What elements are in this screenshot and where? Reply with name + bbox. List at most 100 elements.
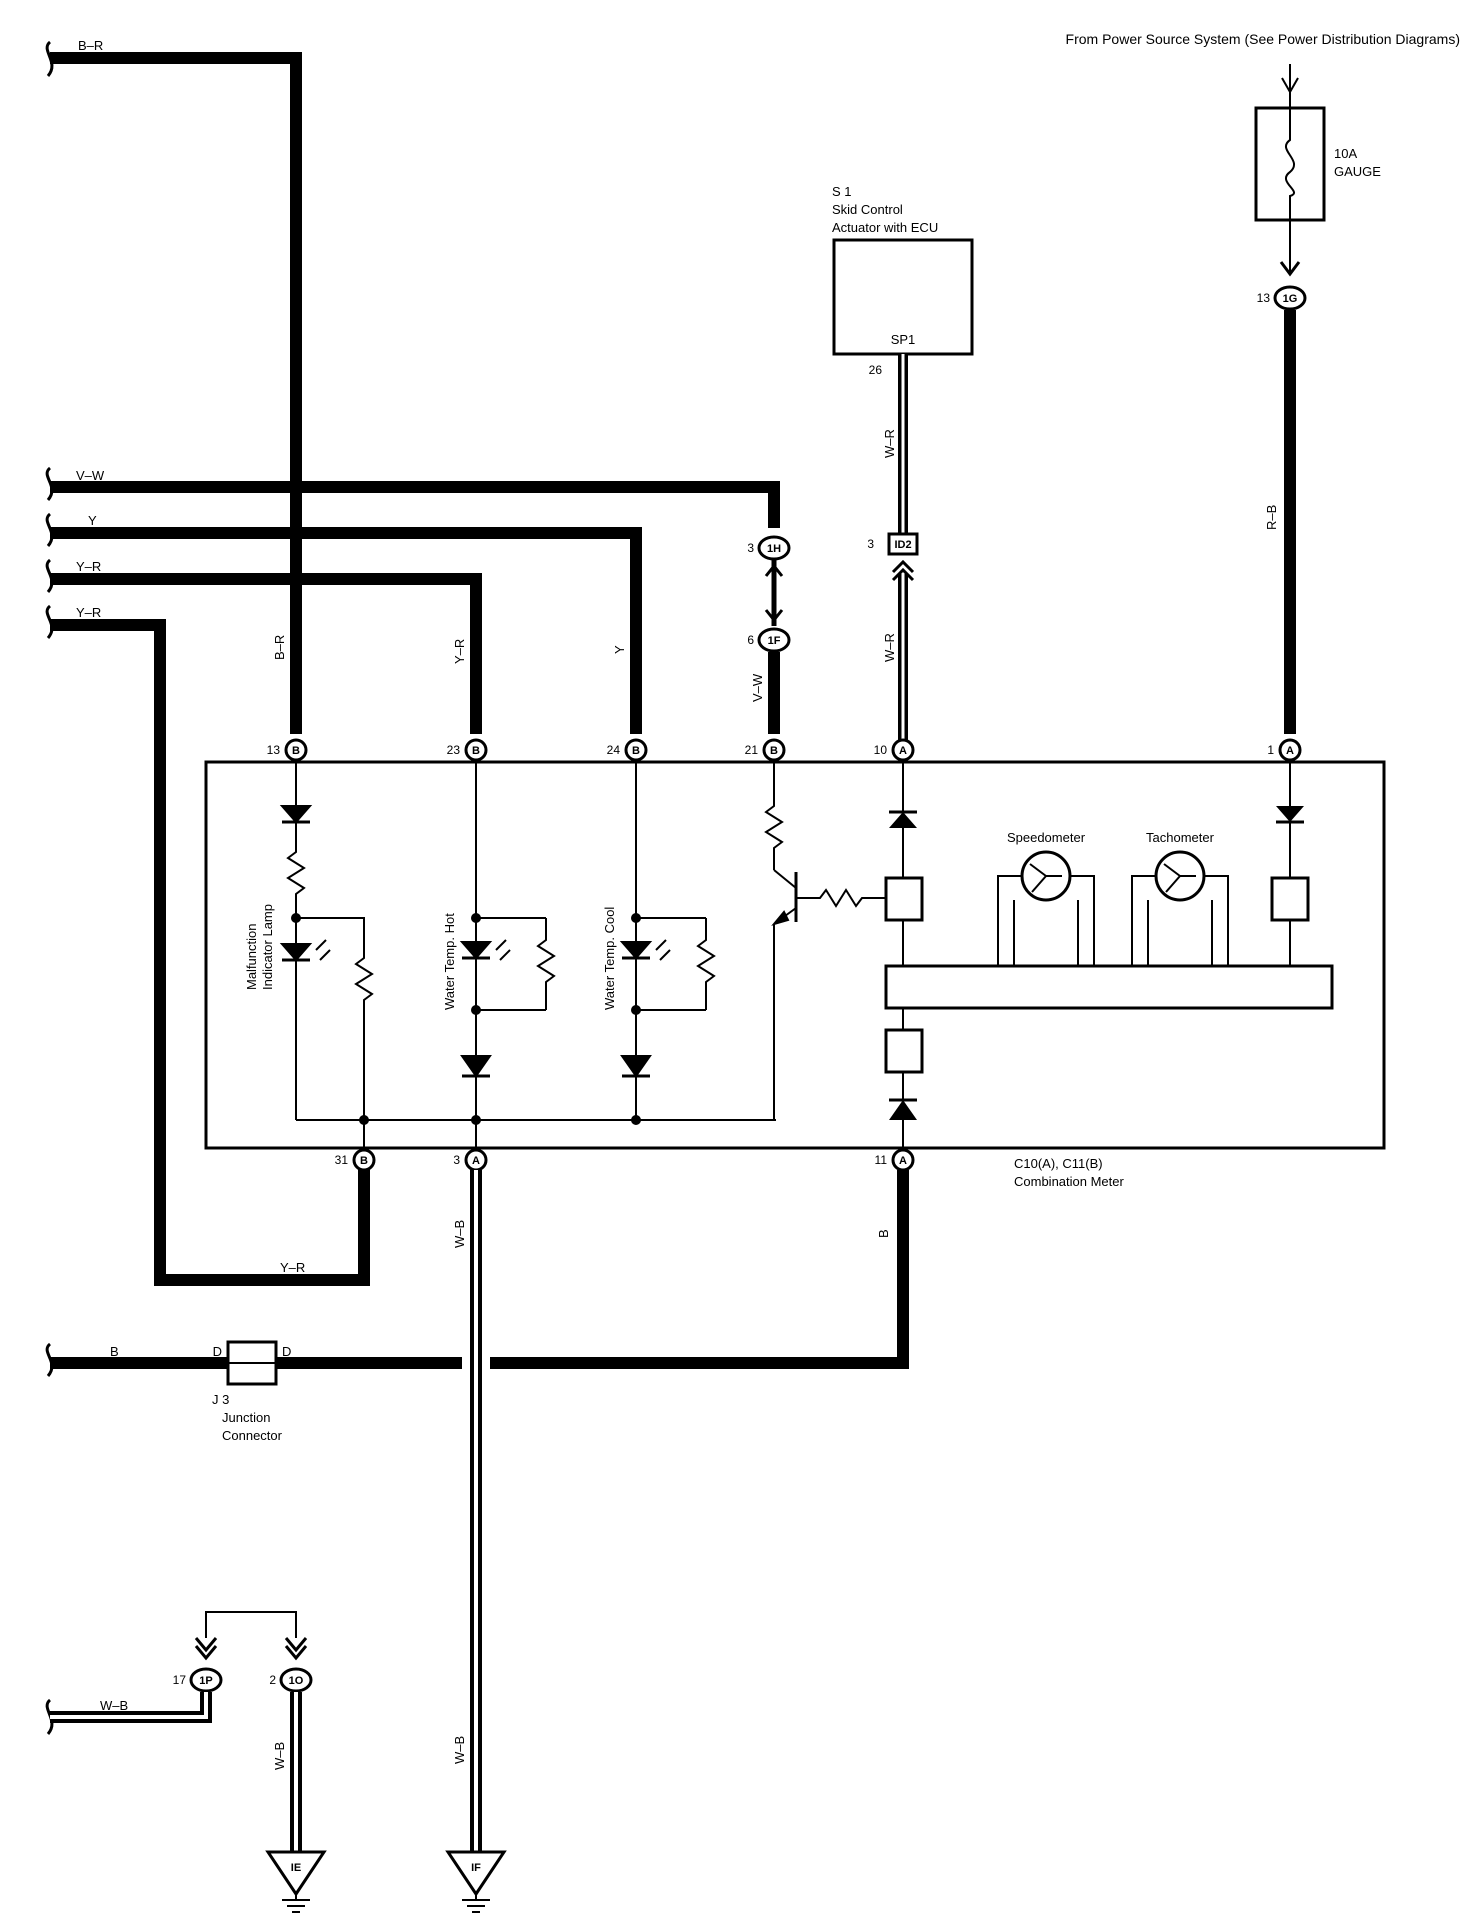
connector-1f — [757, 627, 791, 653]
svg-text:3: 3 — [453, 1153, 460, 1167]
connector-1h — [757, 535, 791, 561]
meter-name-1: C10(A), C11(B) — [1014, 1156, 1103, 1171]
meter-block-10 — [884, 876, 924, 922]
ecu-box — [832, 238, 974, 356]
svg-text:10: 10 — [874, 743, 888, 757]
svg-text:A: A — [899, 1155, 907, 1167]
wire-1p-1o-loop — [194, 1611, 308, 1661]
meter-block-1 — [1270, 876, 1310, 922]
meter-pin-10: 10 A — [874, 738, 915, 762]
power-source-label: From Power Source System (See Power Dist… — [1066, 31, 1460, 47]
c1g-code: 1G — [1283, 293, 1298, 305]
svg-text:B: B — [632, 745, 640, 757]
ecu-name-1: Skid Control — [832, 202, 903, 217]
combination-meter — [204, 760, 1386, 1150]
meter-bus-bar — [884, 964, 1334, 1010]
ecu-name-2: Actuator with ECU — [832, 220, 938, 235]
mil-label-2: Indicator Lamp — [260, 904, 275, 990]
svg-text:A: A — [472, 1155, 480, 1167]
meter-pin-21: 21 B — [745, 738, 786, 762]
c1g-pin: 13 — [1257, 291, 1271, 305]
c1p-code: 1P — [199, 1675, 212, 1687]
svg-text:A: A — [1286, 745, 1294, 757]
svg-text:1: 1 — [1267, 743, 1274, 757]
tachometer-gauge — [1131, 850, 1229, 966]
wire-w-b-1p — [50, 1692, 212, 1723]
c1h-pin: 3 — [747, 541, 754, 555]
svg-text:31: 31 — [335, 1153, 349, 1167]
wire-b-r — [50, 52, 302, 734]
connector-1o — [279, 1667, 313, 1693]
water-temp-cool-circuit — [619, 760, 716, 1125]
wire-label-b-r: B–R — [78, 38, 103, 53]
meter-pin-31: 31 B — [335, 1148, 376, 1172]
wire-label-b-r-v: B–R — [272, 635, 287, 660]
wire-label-y-r-v: Y–R — [452, 639, 467, 664]
water-temp-cool-label: Water Temp. Cool — [602, 907, 617, 1010]
wire-label-y-r-2: Y–R — [76, 605, 101, 620]
junction-line2: Connector — [222, 1428, 283, 1443]
c1h-code: 1H — [767, 543, 781, 555]
diode-11 — [889, 1008, 917, 1150]
meter-pin-3: 3 A — [453, 1148, 488, 1172]
junction-left-pin: D — [213, 1344, 222, 1359]
wire-y-r — [50, 573, 482, 734]
junction-connector — [226, 1340, 278, 1386]
diode-1 — [1276, 760, 1304, 966]
svg-text:21: 21 — [745, 743, 759, 757]
svg-text:B: B — [360, 1155, 368, 1167]
wire-label-y-r-bottom: Y–R — [280, 1260, 305, 1275]
transistor-circuit — [764, 760, 886, 1120]
wire-label-w-r-top: W–R — [882, 429, 897, 458]
ground-ie — [265, 1850, 327, 1913]
svg-text:23: 23 — [447, 743, 461, 757]
cid2-code: ID2 — [894, 539, 911, 551]
diode-10 — [889, 760, 917, 966]
wire-label-w-b-left: W–B — [100, 1698, 128, 1713]
wire-label-w-b-2: W–B — [452, 1736, 467, 1764]
svg-text:B: B — [472, 745, 480, 757]
svg-text:13: 13 — [267, 743, 281, 757]
wire-label-v-w: V–W — [76, 468, 105, 483]
wire-label-b: B — [110, 1344, 119, 1359]
ground-ie-label: IE — [291, 1862, 301, 1874]
c1f-code: 1F — [768, 635, 781, 647]
meter-pin-11: 11 A — [875, 1148, 915, 1172]
wire-w-r — [887, 354, 919, 748]
wire-y — [50, 527, 642, 734]
svg-text:A: A — [899, 745, 907, 757]
c1o-code: 1O — [289, 1675, 304, 1687]
speedometer-label: Speedometer — [1007, 830, 1086, 845]
water-temp-hot-circuit — [364, 760, 776, 1150]
junction-id: J 3 — [212, 1392, 229, 1407]
svg-text:24: 24 — [607, 743, 621, 757]
ground-if — [445, 1850, 507, 1913]
wire-label-r-b: R–B — [1264, 505, 1279, 530]
meter-pin-13: 13 B — [267, 738, 308, 762]
wire-label-y-r: Y–R — [76, 559, 101, 574]
wire-label-w-r-bottom: W–R — [882, 633, 897, 662]
wire-b-right — [490, 1170, 909, 1369]
wire-v-w — [50, 481, 780, 528]
meter-pin-1: 1 A — [1267, 738, 1302, 762]
wire-break-marks — [45, 40, 54, 1735]
wire-label-v-w-v: V–W — [750, 673, 765, 702]
meter-pin-23: 23 B — [447, 738, 488, 762]
ground-if-label: IF — [471, 1862, 481, 1874]
wire-label-y: Y — [88, 513, 97, 528]
c1p-pin: 17 — [173, 1673, 187, 1687]
svg-text:11: 11 — [875, 1153, 888, 1167]
ecu-pin: 26 — [869, 363, 883, 377]
c1o-pin: 2 — [269, 1673, 276, 1687]
mil-label-1: Malfunction — [244, 924, 259, 990]
speedometer-gauge — [997, 850, 1095, 966]
meter-pin-24: 24 B — [607, 738, 648, 762]
wire-label-w-b-ie: W–B — [272, 1742, 287, 1770]
connector-1p — [189, 1667, 223, 1693]
ecu-id: S 1 — [832, 184, 852, 199]
connector-1g — [1273, 285, 1307, 311]
wire-label-w-b-1: W–B — [452, 1220, 467, 1248]
junction-right-pin: D — [282, 1344, 291, 1359]
mil-circuit — [279, 760, 374, 1150]
